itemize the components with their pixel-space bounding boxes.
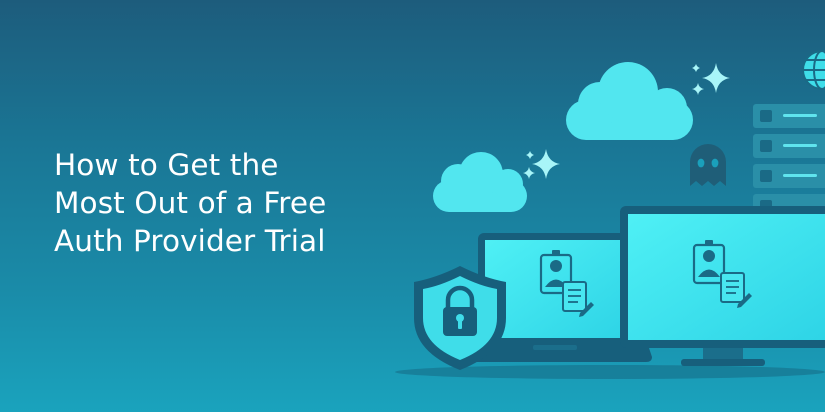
- title-line-1: How to Get the: [54, 148, 279, 182]
- laptop-icon: [460, 233, 652, 362]
- cloud-icon: [433, 152, 527, 212]
- id-badge-icon: [539, 250, 573, 295]
- floor-shadow: [395, 365, 825, 379]
- cloud-icon: [566, 62, 693, 140]
- shield-lock-icon: [414, 266, 506, 370]
- sparkle-icon: [692, 63, 730, 95]
- desktop-monitor-icon: [620, 206, 825, 366]
- id-badge-icon: [692, 240, 726, 285]
- ghost-icon: [690, 144, 726, 186]
- globe-icon: [802, 50, 825, 90]
- server-rack-icon: [753, 104, 825, 218]
- title-line-3: Auth Provider Trial: [54, 224, 326, 258]
- checklist-icon: [720, 272, 752, 308]
- checklist-icon: [562, 281, 594, 317]
- sparkle-icon: [523, 149, 560, 179]
- banner-title: How to Get the Most Out of a Free Auth P…: [54, 146, 414, 260]
- title-line-2: Most Out of a Free: [54, 186, 327, 220]
